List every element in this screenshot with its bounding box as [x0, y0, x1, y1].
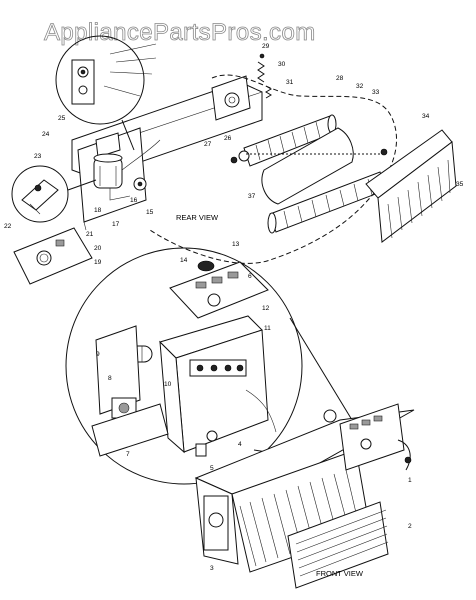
- callout-16: 16: [130, 197, 138, 204]
- watermark-text: AppliancePartsPros.com: [44, 19, 316, 46]
- callout-6: 6: [248, 273, 252, 280]
- callout-31: 31: [286, 79, 294, 86]
- rear-chassis: [71, 75, 263, 231]
- callout-7: 7: [126, 451, 130, 458]
- callout-27: 27: [204, 141, 212, 148]
- detail-circle-left: [11, 165, 97, 223]
- callout-23: 23: [34, 153, 42, 160]
- callout-29: 29: [262, 43, 270, 50]
- callout-3: 3: [210, 565, 214, 572]
- callout-34: 34: [422, 113, 430, 120]
- callout-18: 18: [94, 207, 102, 214]
- blower-assembly: [230, 114, 388, 234]
- callout-33: 33: [372, 89, 380, 96]
- front-unit: [194, 403, 415, 573]
- callout-26: 26: [224, 135, 232, 142]
- grille-panel-rear: [365, 129, 457, 243]
- callout-30: 30: [278, 61, 286, 68]
- bracket-panel: [13, 227, 93, 285]
- callout-32: 32: [356, 83, 364, 90]
- callout-35: 35: [456, 181, 464, 188]
- callout-17: 17: [112, 221, 120, 228]
- callout-13: 13: [232, 241, 240, 248]
- callout-5: 5: [210, 465, 214, 472]
- detail-circle-top: [55, 35, 157, 151]
- callout-20: 20: [94, 245, 102, 252]
- callout-11: 11: [264, 325, 271, 332]
- callout-37: 37: [248, 193, 256, 200]
- control-detail-circle: [65, 247, 353, 485]
- assembly-outline: [149, 74, 398, 264]
- callout-24: 24: [42, 131, 50, 138]
- callout-19: 19: [94, 259, 102, 266]
- callout-21: 21: [86, 231, 94, 238]
- callout-22: 22: [4, 223, 12, 230]
- callout-2: 2: [408, 523, 412, 530]
- callout-25: 25: [58, 115, 66, 122]
- callout-1: 1: [408, 477, 412, 484]
- callout-10: 10: [164, 381, 172, 388]
- callout-15: 15: [146, 209, 154, 216]
- callout-12: 12: [262, 305, 270, 312]
- callout-4: 4: [238, 441, 242, 448]
- callout-8: 8: [108, 375, 112, 382]
- caption-rear-view: REAR VIEW: [176, 213, 219, 222]
- front-grille: [287, 501, 389, 589]
- callout-14: 14: [180, 257, 188, 264]
- caption-front-view: FRONT VIEW: [316, 569, 364, 578]
- callout-9: 9: [96, 351, 100, 358]
- callout-28: 28: [336, 75, 344, 82]
